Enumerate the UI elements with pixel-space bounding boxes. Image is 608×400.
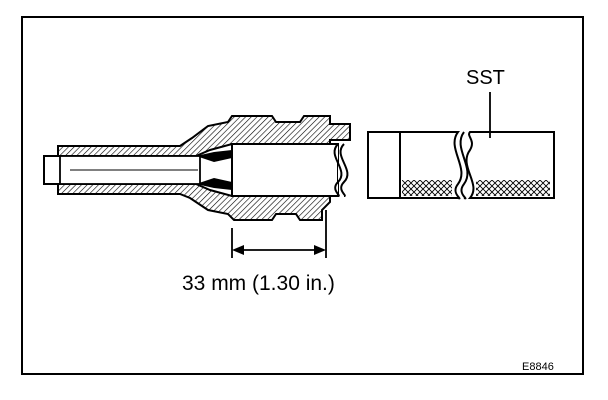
sst-label: SST bbox=[466, 67, 505, 89]
figure-code: E8846 bbox=[522, 361, 554, 373]
tool-shaft bbox=[231, 143, 349, 197]
dimension-arrow bbox=[231, 210, 327, 258]
sst-tool bbox=[367, 131, 555, 200]
dimension-label: 33 mm (1.30 in.) bbox=[182, 272, 335, 295]
